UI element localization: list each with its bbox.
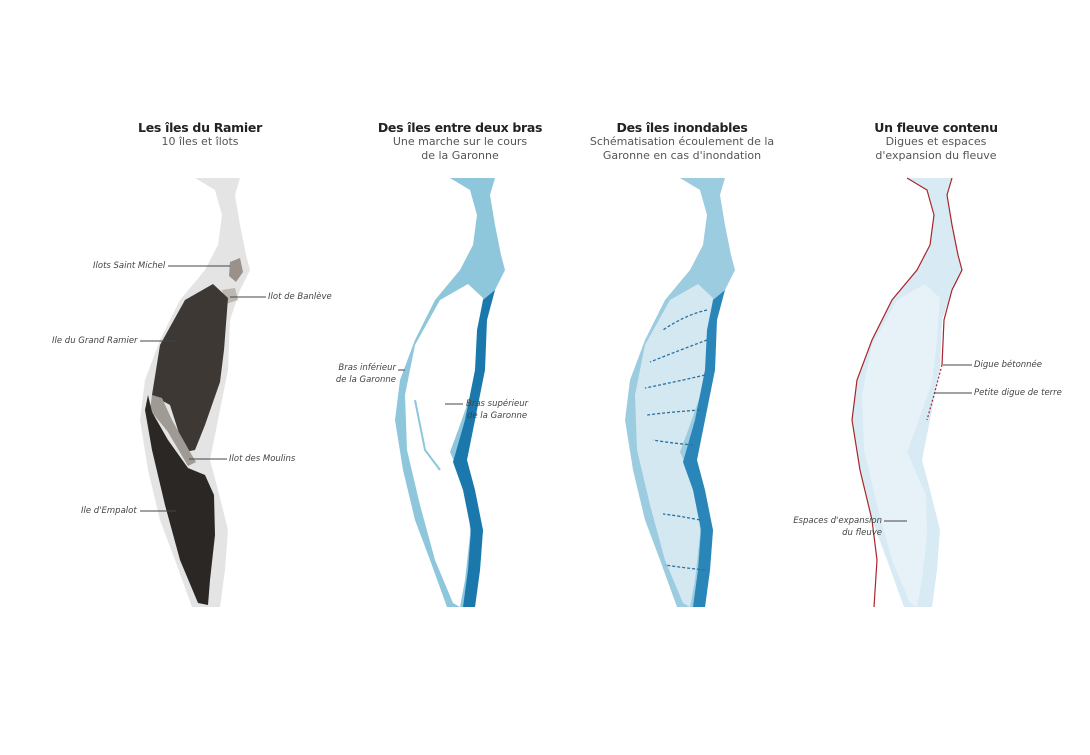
digue-betonnee-line [941, 177, 963, 366]
panel-subtitle: Schématisation écoulement de la Garonne … [589, 135, 775, 162]
panel-subtitle: Digues et espaces d'expansion du fleuve [875, 135, 997, 162]
label-espaces-expansion: Espaces d'expansion du fleuve [770, 515, 882, 539]
label-line: Espaces d'expansion [793, 516, 882, 526]
label-line: Bras supérieur [466, 399, 529, 409]
label-ile-empalot: Ile d'Empalot [81, 506, 137, 516]
flooded-islands-area [635, 284, 713, 607]
ilots-saint-michel-shape [229, 258, 243, 282]
ilot-moulins-shape [150, 395, 196, 466]
label-line: du fleuve [842, 528, 882, 538]
panel-3-header: Des îles inondables Schématisation écoul… [582, 120, 782, 163]
ile-empalot-shape [145, 395, 215, 605]
label-digue-betonnee: Digue bétonnée [974, 360, 1043, 370]
map-panel-4 [851, 177, 972, 608]
label-ile-grand-ramier: Ile du Grand Ramier [52, 336, 138, 346]
label-ilots-saint-michel: Ilots Saint Michel [93, 261, 166, 271]
panel-4-header: Un fleuve contenu Digues et espaces d'ex… [836, 120, 1036, 163]
panel-title: Des îles entre deux bras [377, 120, 543, 135]
label-line: Bras inférieur [338, 363, 396, 373]
panel-subtitle: Une marche sur le cours de la Garonne [392, 135, 528, 162]
panel-title: Les îles du Ramier [138, 120, 262, 135]
map-panel-3 [625, 178, 735, 607]
panel-title: Un fleuve contenu [874, 120, 998, 135]
label-bras-inferieur: Bras inférieur de la Garonne [318, 362, 396, 386]
ile-grand-ramier-shape [152, 284, 228, 452]
label-bras-superieur: Bras supérieur de la Garonne [466, 398, 528, 422]
panel-1-header: Les îles du Ramier 10 îles et îlots [100, 120, 300, 149]
label-petite-digue: Petite digue de terre [974, 388, 1062, 398]
label-line: de la Garonne [335, 375, 396, 385]
expansion-area [862, 284, 940, 607]
panel-subtitle: 10 îles et îlots [161, 135, 239, 148]
label-ilot-moulins: Ilot des Moulins [229, 454, 296, 464]
digue-gauche [851, 177, 935, 608]
panel-2-header: Des îles entre deux bras Une marche sur … [360, 120, 560, 163]
islands-area [405, 284, 483, 607]
map-panel-2 [395, 178, 505, 607]
panel-title: Des îles inondables [616, 120, 748, 135]
flow-arrows [644, 309, 708, 571]
label-line: de la Garonne [466, 411, 528, 421]
label-ilot-banleve: Ilot de Banlève [268, 292, 332, 302]
map-panel-1 [140, 178, 266, 607]
petite-digue-line [926, 364, 943, 421]
